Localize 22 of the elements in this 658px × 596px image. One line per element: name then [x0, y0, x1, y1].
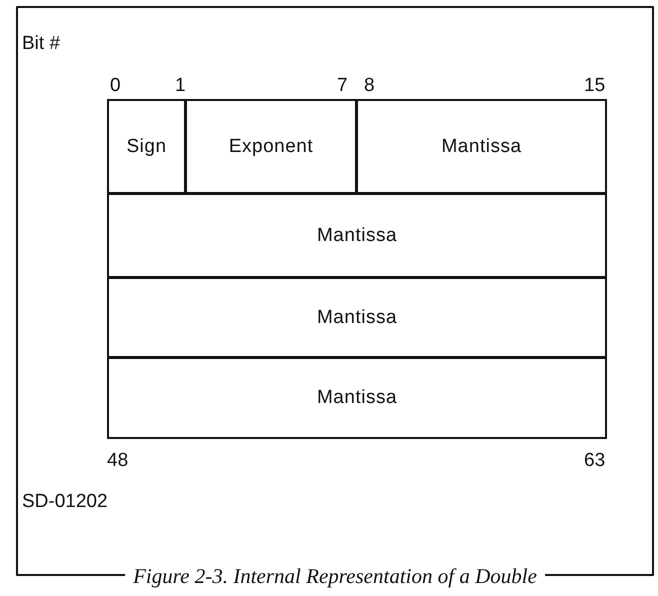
bit-number: 0	[110, 76, 121, 95]
field-label: Mantissa	[316, 306, 398, 328]
field-label: Mantissa	[441, 136, 522, 158]
field-label: Mantissa	[316, 387, 398, 409]
field-label: Exponent	[228, 136, 314, 158]
bit-field	[107, 99, 186, 194]
axis-title: Bit #	[22, 34, 60, 53]
bit-field	[356, 99, 607, 194]
bit-number: 7	[337, 76, 348, 95]
field-label: Mantissa	[316, 224, 398, 246]
bit-number: 15	[584, 76, 606, 95]
bit-number: 1	[175, 76, 186, 95]
bit-field	[107, 357, 607, 439]
bit-number: 48	[107, 451, 128, 470]
bit-number: 8	[364, 76, 375, 95]
figure-caption: Figure 2-3. Internal Representation of a Double	[125, 566, 545, 587]
bit-number: 63	[584, 451, 606, 470]
bit-field	[185, 99, 357, 194]
bit-field	[107, 193, 607, 278]
field-label: Sign	[126, 136, 167, 158]
figure-code: SD-01202	[22, 492, 108, 511]
bit-field	[107, 277, 607, 358]
